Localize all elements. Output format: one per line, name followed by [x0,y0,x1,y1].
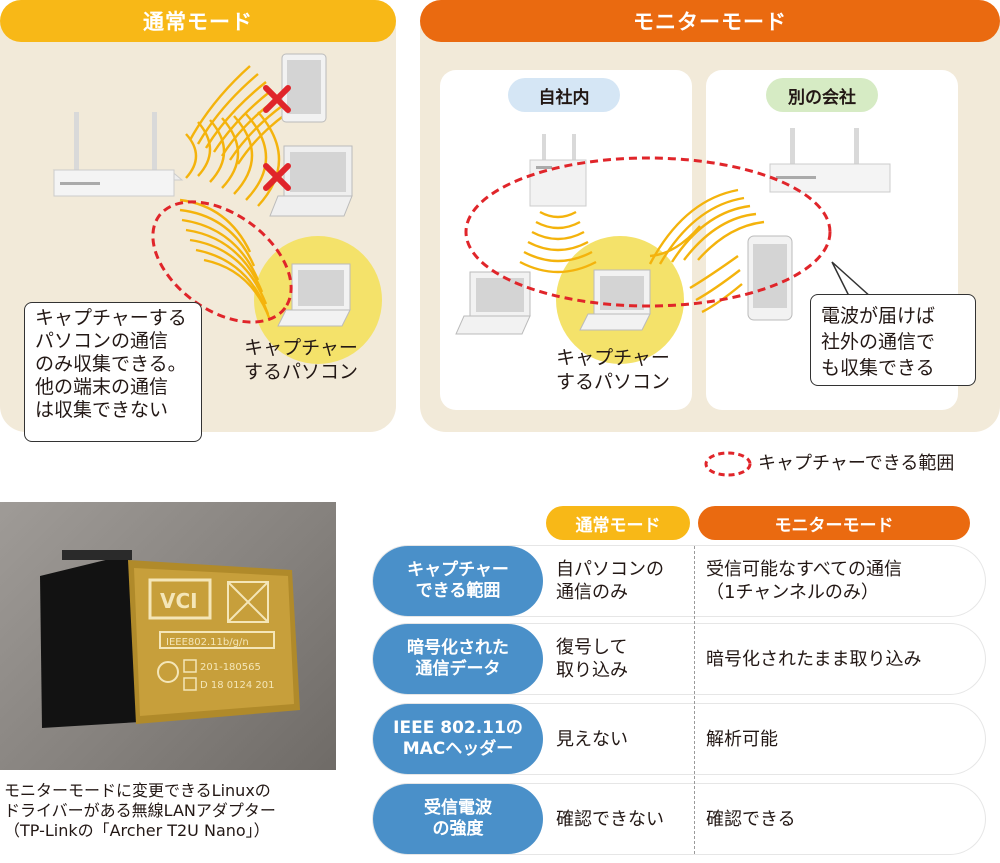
smartphone-icon [747,235,793,321]
capture-laptop-icon [277,263,351,327]
svg-text:VCI: VCI [160,589,198,613]
adapter-label-line: 201-180565 [200,662,261,673]
monitor-mode-title: モニターモード [420,0,1000,42]
wifi-wave-down-icon [179,198,272,321]
cell-normal-encrypted-data: 復号して 取り込み [556,637,628,681]
cell-monitor-signal-strength: 確認できる [706,808,796,830]
table-header-monitor: モニターモード [698,506,970,540]
row-label-mac-header: IEEE 802.11の MACヘッダー [373,704,543,774]
adapter-label-line: D 18 0124 201 [200,680,275,691]
cell-monitor-mac-header: 解析可能 [706,728,778,750]
normal-mode-callout: キャプチャーする パソコンの通信 のみ収集できる。 他の端末の通信 は収集できな… [24,302,202,442]
cell-monitor-encrypted-data: 暗号化されたまま取り込み [706,648,922,670]
legend-dashed-icon [704,451,752,477]
adapter-label-line: IEEE802.11b/g/n [166,637,249,648]
router-icon [529,134,587,207]
column-divider [694,546,695,854]
wifi-wave-down-icon [519,210,597,274]
cell-normal-mac-header: 見えない [556,728,628,750]
blocked-x-icon [263,163,291,191]
capture-laptop-icon [579,269,651,331]
legend-label: キャプチャーできる範囲 [758,453,955,474]
normal-mode-title: 通常モード [0,0,396,42]
callout-pointer [831,261,874,299]
other-company-tag: 別の会社 [766,78,878,112]
table-header-normal: 通常モード [546,506,690,540]
adapter-caption: モニターモードに変更できるLinuxの ドライバーがある無線LANアダプター （… [4,781,276,840]
tablet-icon [281,53,327,123]
cell-monitor-capture-range: 受信可能なすべての通信 （1チャンネルのみ） [706,559,903,603]
router-icon [769,128,891,193]
usb-adapter-image: VCI IEEE802.11b/g/n 201-180565 D 18 0124… [40,550,300,728]
own-company-tag: 自社内 [508,78,620,112]
blocked-x-icon [263,85,291,113]
laptop-icon [455,271,531,335]
wifi-wave-up-icon [188,65,287,165]
capture-range-outline [151,200,293,324]
cell-normal-signal-strength: 確認できない [556,808,664,830]
monitor-capture-pc-label: キャプチャー するパソコン [555,347,670,393]
normal-capture-pc-label: キャプチャー するパソコン [243,337,358,383]
capture-range-outline [464,156,832,308]
monitor-mode-callout: 電波が届けば 社外の通信で も収集できる [810,294,976,386]
row-label-capture-range: キャプチャー できる範囲 [373,546,543,616]
wifi-wave-mid-icon [185,111,281,207]
cell-normal-capture-range: 自パソコンの 通信のみ [556,559,664,603]
wifi-wave-cross-icon [648,188,765,265]
router-icon [52,112,184,197]
laptop-icon [269,145,353,217]
row-label-encrypted-data: 暗号化された 通信データ [373,624,543,694]
row-label-signal-strength: 受信電波 の強度 [373,784,543,854]
adapter-photo: VCI IEEE802.11b/g/n 201-180565 D 18 0124… [0,502,336,770]
